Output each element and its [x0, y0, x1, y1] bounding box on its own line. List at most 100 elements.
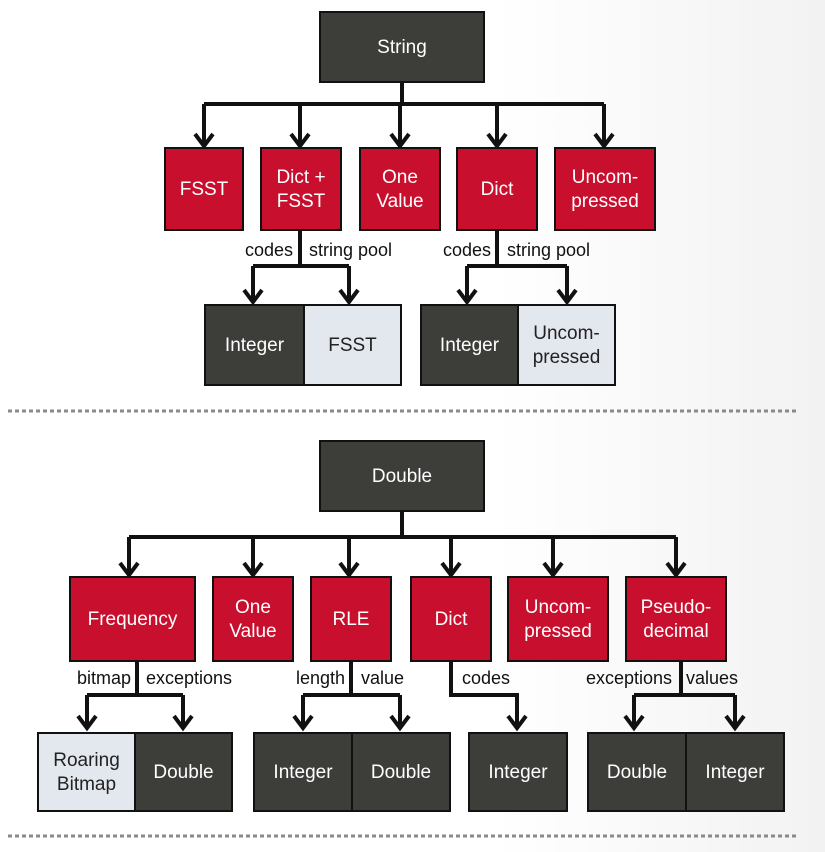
string-scheme-dict-fsst-label: FSST: [277, 191, 326, 212]
string-scheme-dict: Dict: [456, 147, 538, 231]
double-rle-integer: Integer: [253, 732, 353, 812]
double-rle-left-arrow: [292, 714, 314, 732]
double-dict-path: [449, 661, 519, 726]
double-frequency-roaring-bitmap-box: [37, 732, 136, 812]
double-scheme-uncompressed-label: Uncom-: [525, 597, 592, 618]
double-scheme-uncompressed: Uncom-pressed: [507, 576, 609, 662]
double-scheme-one-value-label: Value: [229, 621, 276, 642]
double-scheme-dict: Dict: [410, 576, 492, 662]
double-frequency-roaring-bitmap-label: Bitmap: [57, 774, 116, 795]
double-rle-value-label: value: [361, 668, 404, 688]
string-branch-arrow-2: [389, 132, 411, 150]
double-scheme-rle-box: [310, 576, 392, 662]
double-root-node-box: [319, 440, 485, 512]
double-scheme-frequency-label: Frequency: [88, 609, 178, 630]
string-scheme-dict-box: [456, 147, 538, 231]
double-branch-arrow-2: [338, 561, 360, 579]
double-pseudo-values-label: values: [686, 668, 738, 688]
double-pseudo-exceptions-label: exceptions: [586, 668, 672, 688]
double-scheme-one-value-label: One: [235, 597, 271, 618]
string-dictfsst-fsst-label: FSST: [328, 335, 377, 356]
string-scheme-dict-label: Dict: [481, 179, 514, 200]
double-rle-integer-box: [253, 732, 353, 812]
string-dict-uncompressed-box: [517, 304, 616, 386]
string-dict-uncompressed-label: Uncom-: [533, 323, 600, 344]
string-dict-right-arrow: [556, 288, 578, 306]
double-scheme-rle: RLE: [310, 576, 392, 662]
double-scheme-dict-box: [410, 576, 492, 662]
double-rle-right-arrow: [389, 714, 411, 732]
string-root-node-label: String: [377, 37, 427, 58]
double-pseudo-double-label: Double: [607, 762, 667, 783]
string-dictfsst-fsst: FSST: [303, 304, 402, 386]
double-scheme-pseudodecimal-label: decimal: [643, 621, 708, 642]
double-branch-arrow-5: [665, 561, 687, 579]
string-root-node: String: [319, 11, 485, 83]
string-scheme-one-value-box: [359, 147, 441, 231]
string-scheme-uncompressed-label: pressed: [571, 191, 639, 212]
double-pseudo-double-box: [587, 732, 687, 812]
double-pseudo-integer: Integer: [685, 732, 785, 812]
double-pseudo-integer-box: [685, 732, 785, 812]
double-frequency-right-arrow: [172, 714, 194, 732]
string-dict-codes-label: codes: [443, 240, 491, 260]
double-scheme-frequency-box: [69, 576, 196, 662]
string-dict-uncompressed: Uncom-pressed: [517, 304, 616, 386]
double-scheme-uncompressed-box: [507, 576, 609, 662]
double-frequency-bitmap-label: bitmap: [77, 668, 131, 688]
double-pseudo-left-arrow: [623, 714, 645, 732]
string-dict-integer: Integer: [420, 304, 519, 386]
string-dict-left-arrow: [456, 288, 478, 306]
double-rle-double-label: Double: [371, 762, 431, 783]
double-rle-length-label: length: [296, 668, 345, 688]
string-dictfsst-codes-label: codes: [245, 240, 293, 260]
double-pseudo-right-arrow: [724, 714, 746, 732]
string-dict-pool-label: string pool: [507, 240, 590, 260]
string-dictfsst-right-arrow: [338, 288, 360, 306]
double-dict-codes-label: codes: [462, 668, 510, 688]
double-scheme-pseudodecimal-box: [625, 576, 727, 662]
double-branch-arrow-4: [542, 561, 564, 579]
string-scheme-one-value-label: One: [382, 167, 418, 188]
double-root-node-label: Double: [372, 466, 432, 487]
double-scheme-pseudodecimal-label: Pseudo-: [641, 597, 712, 618]
double-branch-arrow-1: [242, 561, 264, 579]
double-frequency-roaring-bitmap-label: Roaring: [53, 750, 120, 771]
string-scheme-uncompressed-label: Uncom-: [572, 167, 639, 188]
double-scheme-uncompressed-label: pressed: [524, 621, 592, 642]
double-branch-arrow-0: [118, 561, 140, 579]
string-dictfsst-fsst-box: [303, 304, 402, 386]
string-branch-arrow-4: [593, 132, 615, 150]
string-dict-integer-box: [420, 304, 519, 386]
string-branch-arrow-0: [193, 132, 215, 150]
string-scheme-fsst-box: [164, 147, 244, 231]
double-pseudo-double: Double: [587, 732, 687, 812]
string-scheme-one-value-label: Value: [376, 191, 423, 212]
double-scheme-one-value-box: [212, 576, 294, 662]
double-scheme-pseudodecimal: Pseudo-decimal: [625, 576, 727, 662]
double-frequency-double-box: [134, 732, 233, 812]
string-dictfsst-left-arrow: [242, 288, 264, 306]
double-frequency-left-arrow: [76, 714, 98, 732]
string-dict-uncompressed-label: pressed: [533, 347, 601, 368]
double-pseudo-integer-label: Integer: [705, 762, 765, 783]
string-dictfsst-integer: Integer: [204, 304, 305, 386]
string-scheme-dict-fsst: Dict + FSST: [260, 147, 342, 231]
string-root-node-box: [319, 11, 485, 83]
string-dictfsst-integer-label: Integer: [225, 335, 285, 356]
double-scheme-frequency: Frequency: [69, 576, 196, 662]
double-rle-double: Double: [351, 732, 451, 812]
string-scheme-fsst: FSST: [164, 147, 244, 231]
double-frequency-double-label: Double: [153, 762, 213, 783]
double-frequency-exceptions-label: exceptions: [146, 668, 232, 688]
double-dict-integer-label: Integer: [488, 762, 548, 783]
string-branch-arrow-3: [486, 132, 508, 150]
string-scheme-dict-fsst-label: Dict +: [276, 167, 325, 188]
double-dict-integer: Integer: [468, 732, 568, 812]
double-branch-arrow-3: [440, 561, 462, 579]
double-dict-arrow: [506, 714, 528, 732]
double-rle-integer-label: Integer: [273, 762, 333, 783]
